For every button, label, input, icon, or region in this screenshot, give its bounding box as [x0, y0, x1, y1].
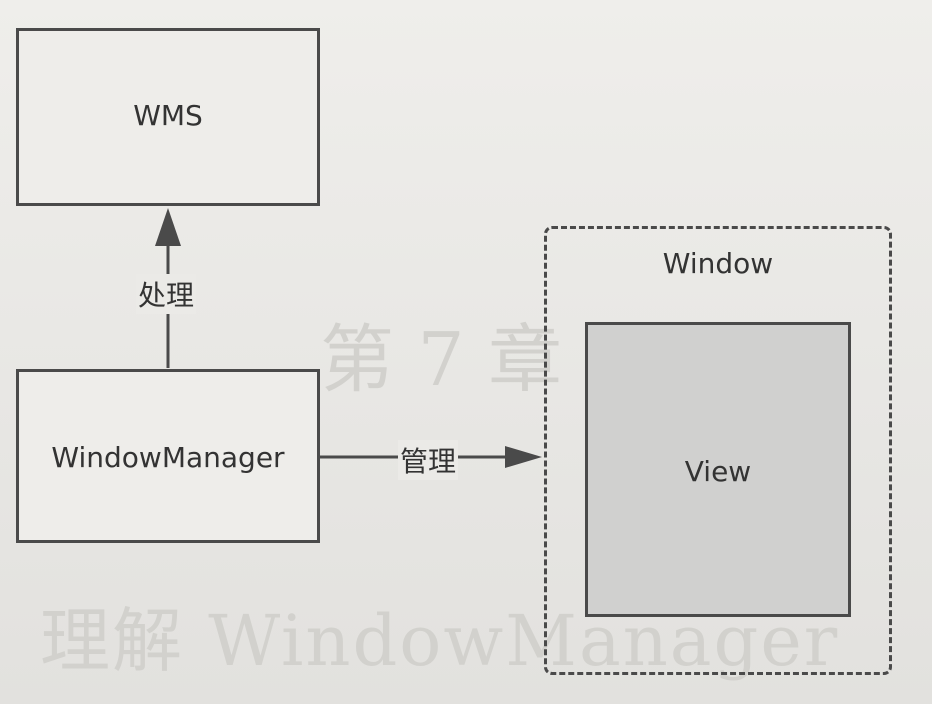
- window-manager-label: WindowManager: [51, 441, 285, 474]
- view-node: View: [585, 322, 851, 617]
- view-label: View: [684, 455, 752, 488]
- process-edge-label: 处理: [136, 274, 197, 314]
- window-label: Window: [662, 247, 774, 280]
- wms-node: WMS: [16, 28, 320, 206]
- manage-edge-label: 管理: [398, 440, 459, 480]
- manage-arrowhead: [505, 446, 542, 468]
- window-manager-node: WindowManager: [16, 369, 320, 543]
- process-arrowhead: [155, 208, 181, 246]
- wms-label: WMS: [133, 99, 203, 132]
- window-container: Window: [544, 226, 892, 675]
